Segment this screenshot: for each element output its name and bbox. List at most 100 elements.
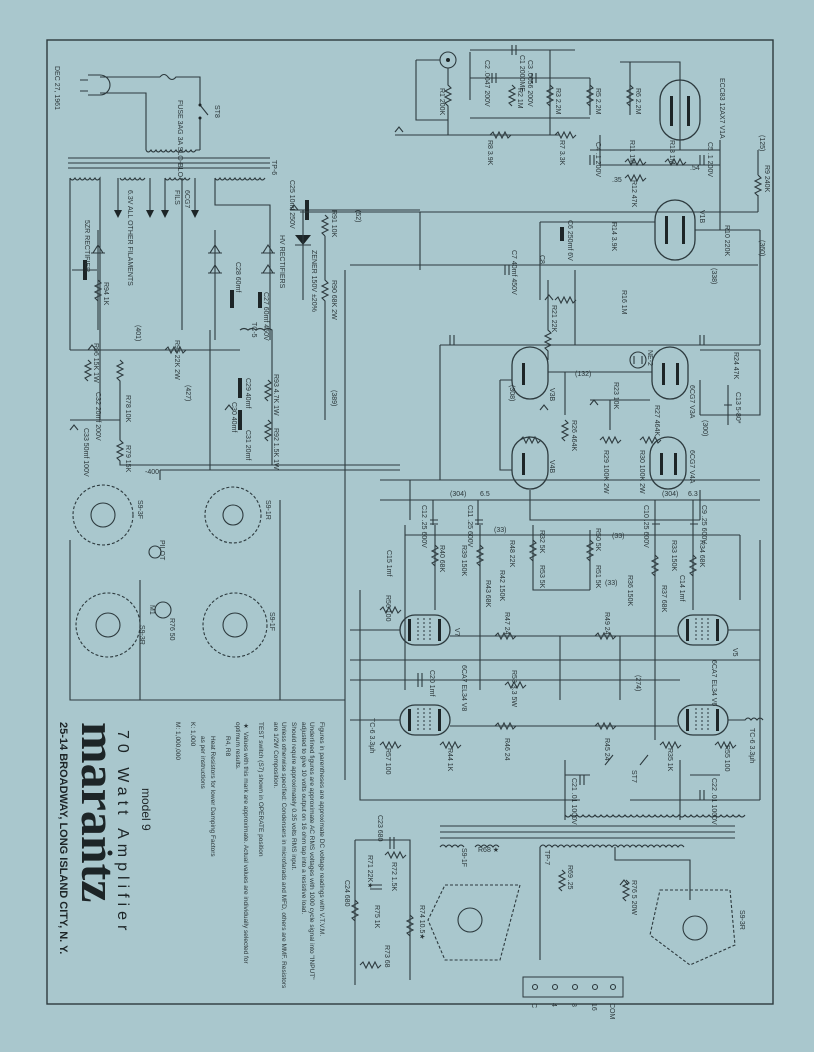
svg-text:.35: .35 [612,177,622,184]
label-s7: ST7 [630,770,637,783]
note-damping: Heat Resistors for lower Damping Factors [209,736,216,857]
svg-text:-400: -400 [145,469,159,476]
label-r51: R51 5K [594,565,601,589]
output-wiring [350,540,764,801]
tube-v3a [651,346,689,400]
label-r50: R50 5K [594,528,601,552]
tube-v6 [677,704,729,736]
note-m: M: 1,000,000 [174,722,181,760]
label-s9-3r: S9-3R [138,625,145,645]
label-r21: R21 22K [550,305,557,333]
label-tc5: TC-5 [250,322,257,338]
note-r4-r8: R4, R8 [224,736,231,757]
label-c1: C1 2000MF [518,55,525,92]
label-t1: TP-6 [270,160,277,175]
label-r16: R16 1M [620,290,627,315]
tube-v7 [399,614,451,646]
svg-text:(132): (132) [575,371,591,378]
tube-v4a [649,436,687,490]
label-m1: M1 [148,605,155,615]
label-r8: R8 3.9K [486,140,493,166]
label-r12: R12 47K [630,180,637,208]
label-r90: R90 68K 2W [330,280,337,320]
label-r27: R27 464K [653,405,660,436]
test-switch-s7 [564,754,720,820]
svg-text:C: C [530,1003,537,1008]
svg-text:(52): (52) [354,210,361,222]
c20-cap [417,673,423,687]
label-r32: R32 5K [538,530,545,554]
resistors-power [83,214,400,466]
label-r76b: R76 50 [168,618,175,641]
svg-text:16: 16 [590,1003,597,1011]
svg-text:(389): (389) [330,390,337,406]
label-r93: R93 4.7K 1W [272,374,279,416]
label-s9-1r: S9-1R [264,500,271,520]
splitter-caps [449,335,732,425]
notes: Figures in parentheses are approximate D… [165,722,325,990]
label-r24: R24 47K [732,352,739,380]
output-transformer-primary [564,814,746,818]
output-terminal-strip [522,976,624,998]
label-c24: C24 680 [343,880,350,907]
label-c15: C15 1mf [385,550,392,577]
note-units: Unless otherwise specified: Condensers i… [272,722,287,989]
label-c11: C11 .25 600V [466,505,473,548]
label-r73: R73 68 [383,945,390,968]
border-frame [46,39,774,1005]
label-zener: ZENER 150V ±20% [310,250,317,312]
feedback-network [350,837,631,985]
bias-network [404,525,741,740]
label-s9-left: S9-1F [460,848,467,867]
tube-v3b [511,346,549,400]
label-r91: R91 10K [330,210,337,238]
label-r43: R43 68K [484,580,491,608]
label-c5: C5 .1 200V [706,142,713,177]
bias-resistors [430,539,698,577]
c6-cap [560,227,564,241]
tube-v1a [659,79,701,141]
label-v4a: 6CG7 V4A [688,450,695,484]
label-r44: R44 1K [446,748,453,772]
label-r10: R10 220K [723,225,730,256]
svg-text:6.5: 6.5 [480,491,490,498]
label-fils: FILS [173,190,180,205]
label-c27: C27 60mf 450V [262,292,269,341]
voltage-annotations: (52) (125) (360) (338) (132) (308) (300)… [134,135,765,691]
label-s9-1f: S9-1F [268,612,275,631]
label-c8: C8 [538,255,545,264]
output-resistors [379,605,737,750]
label-r29: R29 100K 2W [602,450,609,494]
label-c28: C28 60mf [234,262,241,292]
label-c32: C32 20mf 200V [94,392,101,441]
svg-text:(427): (427) [184,385,191,401]
label-r76: R76 5 20W [630,880,637,915]
label-v1b: V1B [698,210,705,224]
c7-r21 [504,265,553,360]
label-c31: C31 20mf [244,430,251,460]
label-v4b: V4B [548,460,555,474]
output-terminals: C 4 8 16 COM [530,983,617,1020]
label-c30: C30 40mf [230,402,237,432]
note-input: Should require approximately 0.35 volts … [290,722,297,871]
label-c10: C10 .25 600V [642,505,649,548]
label-r11: R11 1M [628,140,635,164]
ground-symbols [69,126,629,886]
label-tc6-left: TC-6 3.3μh [368,718,375,753]
label-r37: R37 68K [660,585,667,613]
driver-wiring [300,211,761,780]
label-r56: R56 100 [384,595,391,622]
label-c20: C20 1mf [428,670,435,697]
label-v7: V7 [453,628,460,637]
label-r9: R9 240K [763,165,770,193]
label-r45: R45 24 [603,738,610,761]
transformer-primary [145,148,200,153]
svg-text:4: 4 [550,1003,557,1007]
label-fuse: FUSE 3AG 3A SLO-BLO [176,100,183,178]
component-labels: FUSE 3AG 3A SLO-BLO ST8 TP-6 5ZR RECTIFI… [82,55,770,968]
label-r49: R49 24 [603,612,610,635]
label-r69: R69 .25 [566,865,573,890]
label-r71: R71 22K★ [366,855,374,889]
address: 25-14 BROADWAY, LONG ISLAND CITY, N. Y. [57,722,69,954]
